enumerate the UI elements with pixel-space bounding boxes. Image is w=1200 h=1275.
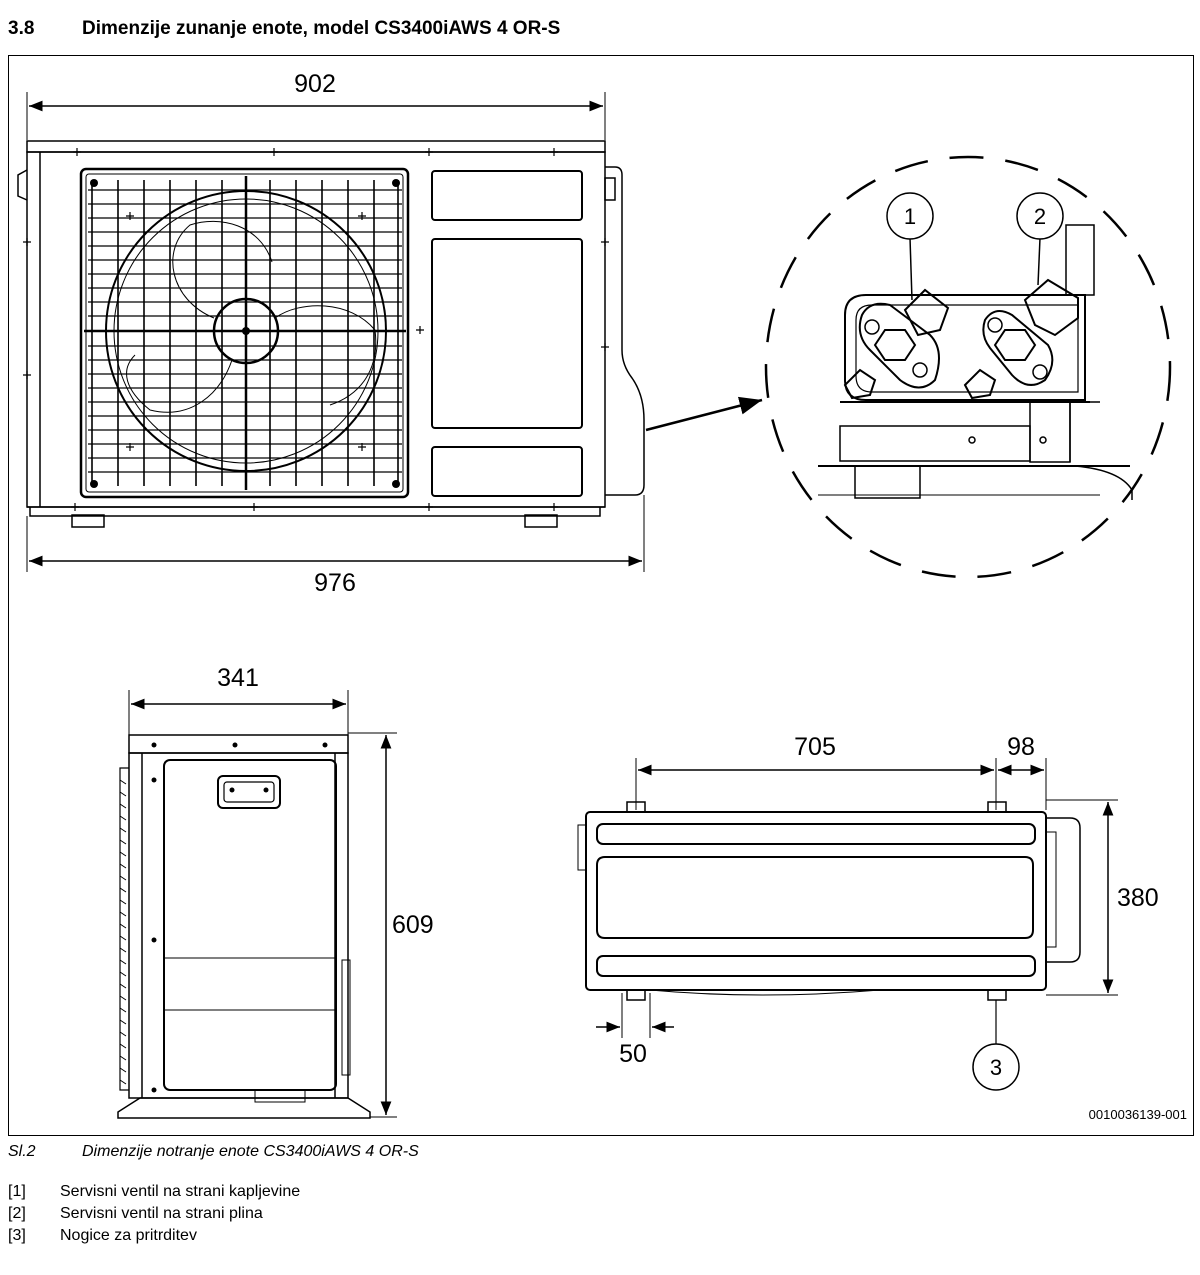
figure-number: Sl.2 bbox=[8, 1143, 36, 1160]
legend-text: Servisni ventil na strani plina bbox=[60, 1205, 263, 1222]
list-item: [3] Nogice za pritrditev bbox=[8, 1225, 300, 1247]
legend-key: [3] bbox=[8, 1227, 26, 1244]
callout-3: 3 bbox=[990, 1055, 1002, 1080]
figure-frame bbox=[8, 55, 1194, 1136]
legend-text: Servisni ventil na strani kapljevine bbox=[60, 1183, 301, 1200]
drawing-code: 0010036139-001 bbox=[1089, 1107, 1187, 1122]
dim-98-label: 98 bbox=[1007, 733, 1035, 761]
front-view bbox=[17, 92, 763, 572]
legend-text: Nogice za pritrditev bbox=[60, 1227, 197, 1244]
legend-key: [1] bbox=[8, 1183, 26, 1200]
list-item: [2] Servisni ventil na strani plina bbox=[8, 1203, 300, 1225]
dim-341-label: 341 bbox=[217, 664, 259, 692]
figure-caption-text: Dimenzije notranje enote CS3400iAWS 4 OR… bbox=[82, 1143, 419, 1160]
dim-380-label: 380 bbox=[1117, 884, 1159, 912]
list-item: [1] Servisni ventil na strani kapljevine bbox=[8, 1181, 300, 1203]
section-heading: 3.8 Dimenzije zunanje enote, model CS3400… bbox=[8, 18, 560, 40]
section-number: 3.8 bbox=[8, 18, 35, 39]
legend-key: [2] bbox=[8, 1205, 26, 1222]
dim-50-label: 50 bbox=[619, 1040, 647, 1068]
legend-list: [1]Servisni ventil na strani kapljevine … bbox=[8, 1181, 300, 1247]
callout-1: 1 bbox=[904, 204, 916, 229]
section-title: Dimenzije zunanje enote, model CS3400iAW… bbox=[82, 18, 561, 39]
bottom-view bbox=[577, 758, 1118, 1091]
side-view bbox=[117, 690, 397, 1119]
callout-2: 2 bbox=[1034, 204, 1046, 229]
dim-705-label: 705 bbox=[794, 733, 836, 761]
dim-902-label: 902 bbox=[294, 70, 336, 98]
detail-view bbox=[764, 155, 1172, 579]
figure-caption: Sl.2 Dimenzije notranje enote CS3400iAWS … bbox=[8, 1143, 419, 1161]
dim-976-label: 976 bbox=[314, 569, 356, 597]
dim-609-label: 609 bbox=[392, 911, 434, 939]
